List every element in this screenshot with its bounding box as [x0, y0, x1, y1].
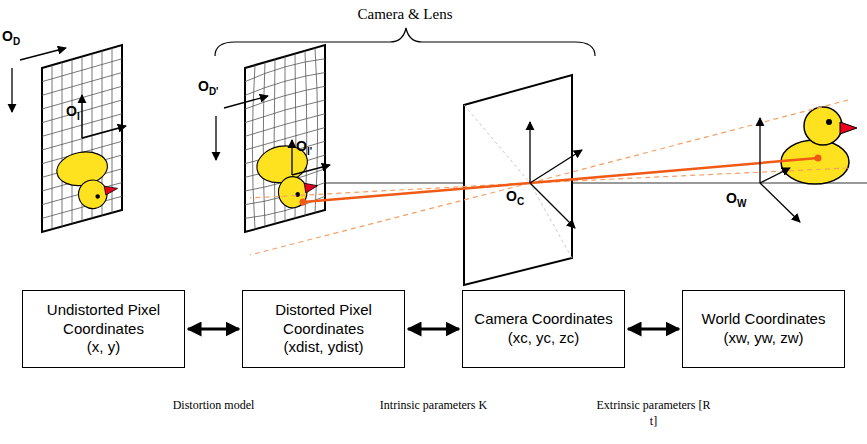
bracket — [215, 28, 595, 56]
double-arrow — [408, 328, 459, 331]
duck-image — [54, 147, 120, 214]
duck-world — [781, 107, 857, 184]
coordinate-text: (x, y) — [87, 338, 120, 357]
edge-label: Intrinsic parameters K — [375, 398, 493, 414]
projection-ray — [303, 158, 818, 202]
origin-label: OD — [2, 28, 20, 47]
process-box: Distorted Pixel Coordinates(xdist, ydist… — [242, 290, 405, 368]
coordinate-text: (xc, yc, zc) — [508, 329, 580, 348]
edge-label: Extrinsic parameters [R t] — [595, 398, 713, 429]
origin-label: OC — [506, 188, 524, 207]
double-arrow — [628, 328, 679, 331]
box-heading: Undistorted Pixel Coordinates — [31, 301, 176, 339]
double-arrow — [188, 328, 239, 331]
box-heading: Camera Coordinates — [474, 310, 612, 329]
process-box: Undistorted Pixel Coordinates(x, y) — [22, 290, 185, 368]
edge-label: Distortion model — [155, 398, 273, 414]
origin-label: OI' — [296, 138, 312, 157]
box-heading: World Coordinates — [702, 310, 826, 329]
process-box: Camera Coordinates(xc, yc, zc) — [462, 290, 625, 368]
origin-label: OW — [726, 190, 746, 209]
axes — [12, 48, 800, 228]
grid — [42, 48, 122, 229]
group-title: Camera & Lens — [358, 6, 453, 23]
box-heading: Distorted Pixel Coordinates — [251, 301, 396, 339]
coordinate-text: (xw, yw, zw) — [723, 329, 803, 348]
distorted-image-plane — [245, 45, 325, 232]
image-plane — [42, 45, 122, 232]
origin-label: OD' — [198, 78, 219, 97]
coordinate-text: (xdist, ydist) — [283, 338, 363, 357]
optical-axis — [300, 182, 867, 184]
origin-label: OI — [66, 103, 80, 122]
process-box: World Coordinates(xw, yw, zw) — [682, 290, 845, 368]
